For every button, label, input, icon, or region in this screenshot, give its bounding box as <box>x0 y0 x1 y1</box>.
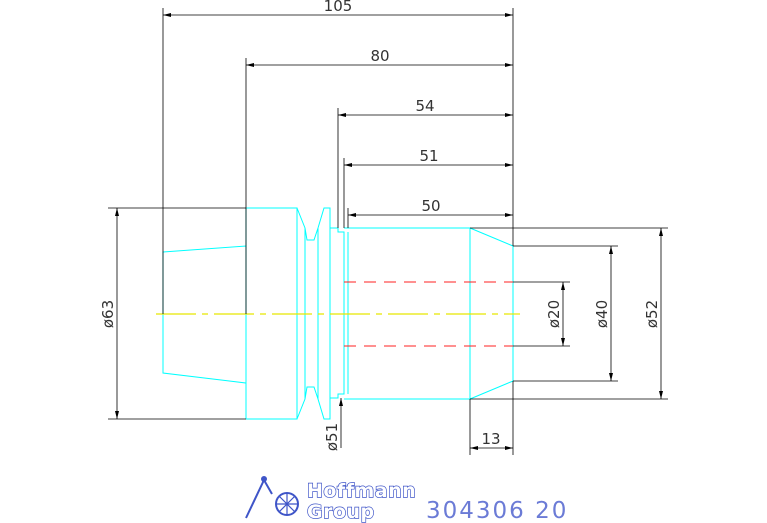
v-groove <box>296 207 345 420</box>
dim-diameter-51: ø51 <box>323 423 341 451</box>
part-number: 304306 20 <box>426 498 568 523</box>
dim-length-50: 50 <box>421 197 440 215</box>
dim-length-80: 80 <box>370 47 389 65</box>
dim-diameter-20: ø20 <box>545 300 563 328</box>
logo-text-group: Group <box>307 501 375 523</box>
dim-diameter-52: ø52 <box>643 300 661 328</box>
dim-diameter-40: ø40 <box>593 300 611 328</box>
logo-emblem-icon <box>245 476 299 519</box>
dim-length-13: 13 <box>481 430 500 448</box>
dim-diameter-63: ø63 <box>99 300 117 328</box>
dim-length-54: 54 <box>415 97 434 115</box>
arrowheads <box>115 13 663 450</box>
hidden-bore <box>344 281 513 347</box>
dim-length-51: 51 <box>419 147 438 165</box>
dimension-lines <box>108 8 668 455</box>
dim-length-105: 105 <box>324 0 353 15</box>
logo-text-hoffmann: Hoffmann <box>307 480 416 502</box>
hoffmann-group-logo: Hoffmann Group <box>245 476 416 523</box>
